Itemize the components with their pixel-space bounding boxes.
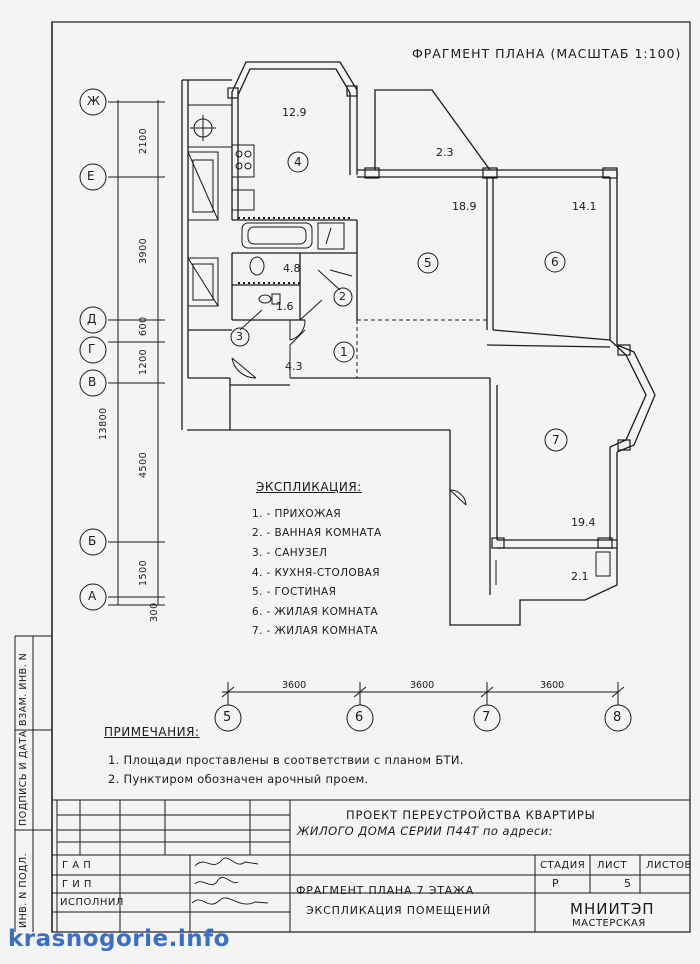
watermark-text: krasnogorie.info: [8, 926, 230, 952]
legend-item: 2. - ВАННАЯ КОМНАТА: [252, 527, 382, 539]
room-area: 14.1: [572, 200, 597, 213]
room-number: 5: [424, 256, 432, 270]
dim-label: 600: [138, 316, 149, 336]
room-area: 19.4: [571, 516, 596, 529]
project-line1: ПРОЕКТ ПЕРЕУСТРОЙСТВА КВАРТИРЫ: [346, 808, 596, 822]
axis-bubbles-letters: [79, 88, 107, 611]
room-number: 1: [340, 345, 348, 359]
signatures: [191, 857, 269, 905]
axis-label: Д: [87, 312, 97, 326]
side-label: ПОДПИСЬ И ДАТА: [18, 730, 29, 826]
room-area: 12.9: [282, 106, 307, 119]
note-item: 1. Площади проставлены в соответствии с …: [108, 753, 464, 767]
walls: [181, 61, 656, 626]
dim-label: 3600: [282, 680, 307, 691]
org-name: МНИИТЭП: [570, 900, 655, 918]
room-number: 7: [552, 433, 560, 447]
legend-item: 3. - САНУЗЕЛ: [252, 547, 328, 559]
legend-item: 6. - ЖИЛАЯ КОМНАТА: [252, 606, 379, 618]
axis-number: 7: [482, 710, 491, 725]
role-gap: Г А П: [62, 860, 92, 871]
axis-label: Е: [87, 169, 95, 183]
sheet-label: ЛИСТ: [597, 860, 628, 871]
room-area: 18.9: [452, 200, 477, 213]
dim-label: 2100: [138, 127, 149, 154]
dim-label: 3900: [138, 237, 149, 264]
room-area: 1.6: [276, 300, 294, 313]
sheets-label: ЛИСТОВ: [646, 860, 692, 871]
org-dept: МАСТЕРСКАЯ: [572, 918, 646, 929]
room-number: 2: [339, 290, 346, 303]
dim-label: 3600: [540, 680, 565, 691]
room-number: 3: [236, 330, 243, 343]
axis-bubbles-numbers: [214, 704, 632, 732]
legend-item: 1. - ПРИХОЖАЯ: [252, 508, 342, 520]
sheet-title1: ФРАГМЕНТ ПЛАНА 7 ЭТАЖА: [296, 884, 475, 897]
dim-label: 300: [149, 602, 160, 622]
stage-value: Р: [552, 877, 559, 890]
axis-label: Б: [88, 534, 97, 548]
role-executor: ИСПОЛНИЛ: [60, 897, 124, 908]
sheet-value: 5: [624, 877, 631, 890]
axis-number: 5: [223, 710, 232, 725]
balcony-area: 2.3: [436, 146, 454, 159]
axis-label: А: [88, 589, 97, 603]
room-area: 4.3: [285, 360, 303, 373]
dim-label: 3600: [410, 680, 435, 691]
axis-number: 6: [355, 710, 364, 725]
sheet-title2: ЭКСПЛИКАЦИЯ ПОМЕЩЕНИЙ: [306, 904, 492, 917]
room-circles: [230, 151, 568, 452]
side-label: ВЗАМ. ИНВ. N: [18, 652, 29, 726]
axis-number: 8: [613, 710, 622, 725]
balcony-area: 2.1: [571, 570, 589, 583]
axis-label: В: [88, 375, 97, 389]
axis-label: Ж: [87, 94, 100, 108]
room-number: 4: [294, 155, 302, 169]
note-item: 2. Пунктиром обозначен арочный проем.: [108, 772, 369, 786]
axis-label: Г: [88, 342, 96, 356]
side-label: ИНВ. N ПОДЛ.: [18, 852, 29, 928]
notes-title: ПРИМЕЧАНИЯ:: [104, 725, 200, 739]
room-area: 4.8: [283, 262, 301, 275]
legend-title: ЭКСПЛИКАЦИЯ:: [256, 480, 362, 494]
title-block-lines: [52, 799, 690, 932]
project-line2: ЖИЛОГО ДОМА СЕРИИ П44Т по адреси:: [297, 824, 554, 838]
dim-label: 1500: [138, 559, 149, 586]
legend-item: 4. - КУХНЯ-СТОЛОВАЯ: [252, 567, 380, 579]
page-title: ФРАГМЕНТ ПЛАНА (МАСШТАБ 1:100): [412, 46, 682, 61]
dim-label: 4500: [138, 451, 149, 478]
dim-label: 13800: [98, 407, 109, 440]
legend-item: 5. - ГОСТИНАЯ: [252, 586, 337, 598]
stage-label: СТАДИЯ: [540, 860, 586, 871]
dim-label: 1200: [138, 348, 149, 375]
room-number: 6: [551, 255, 559, 269]
legend-item: 7. - ЖИЛАЯ КОМНАТА: [252, 625, 379, 637]
role-gip: Г И П: [62, 879, 92, 890]
